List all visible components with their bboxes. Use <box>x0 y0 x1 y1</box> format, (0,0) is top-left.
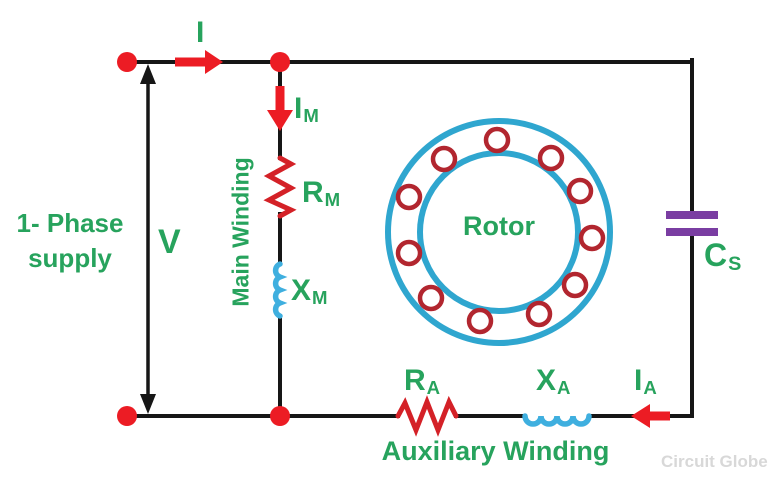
main-current-arrow-down <box>267 86 293 131</box>
junction-node-bottom <box>270 406 290 426</box>
main-inductor-xm <box>272 261 288 319</box>
voltage-label: V <box>158 223 181 261</box>
rotor-bar-circle <box>578 224 606 252</box>
terminal-node-top-left <box>117 52 137 72</box>
rotor-bar-circle <box>483 126 511 154</box>
junction-node-top <box>270 52 290 72</box>
auxiliary-winding-label: Auxiliary Winding <box>381 436 610 466</box>
rotor-bar-circle <box>395 239 423 267</box>
rotor-bar-circle <box>566 177 594 205</box>
rotor-bar-circle <box>466 307 494 335</box>
line-current-label: I <box>196 16 205 49</box>
watermark-text: Circuit Globe <box>661 452 768 471</box>
rotor-outer-ring <box>385 118 613 346</box>
voltage-arrow-down-head <box>140 394 156 414</box>
aux-resistance-label: RA <box>404 364 441 399</box>
main-reactance-label: XM <box>291 274 328 309</box>
aux-reactance-label: XA <box>536 364 571 399</box>
aux-current-label: IA <box>634 364 657 399</box>
rotor-label: Rotor <box>463 211 535 241</box>
rotor-bar-circle <box>395 183 423 211</box>
main-resistor-rm <box>263 155 297 219</box>
capacitor-plate-bottom <box>666 228 718 236</box>
rotor-bar-circle <box>525 300 553 328</box>
rotor-bar-circle <box>417 284 445 312</box>
main-resistance-label: RM <box>302 176 341 211</box>
main-current-label: IM <box>294 92 319 127</box>
capacitor-plate-top <box>666 211 718 219</box>
rotor-bar-circle <box>537 144 565 172</box>
aux-resistor-ra <box>395 395 459 437</box>
main-winding-label: Main Winding <box>227 157 254 307</box>
voltage-arrow-up-head <box>140 64 156 84</box>
terminal-node-bottom-left <box>117 406 137 426</box>
aux-current-arrow-left <box>631 404 670 428</box>
rotor-bar-circle <box>561 271 589 299</box>
line-current-arrow-right <box>175 50 223 74</box>
start-capacitor-label: CS <box>704 237 742 276</box>
rotor-bar-circle <box>430 145 458 173</box>
aux-inductor-xa <box>522 413 592 427</box>
